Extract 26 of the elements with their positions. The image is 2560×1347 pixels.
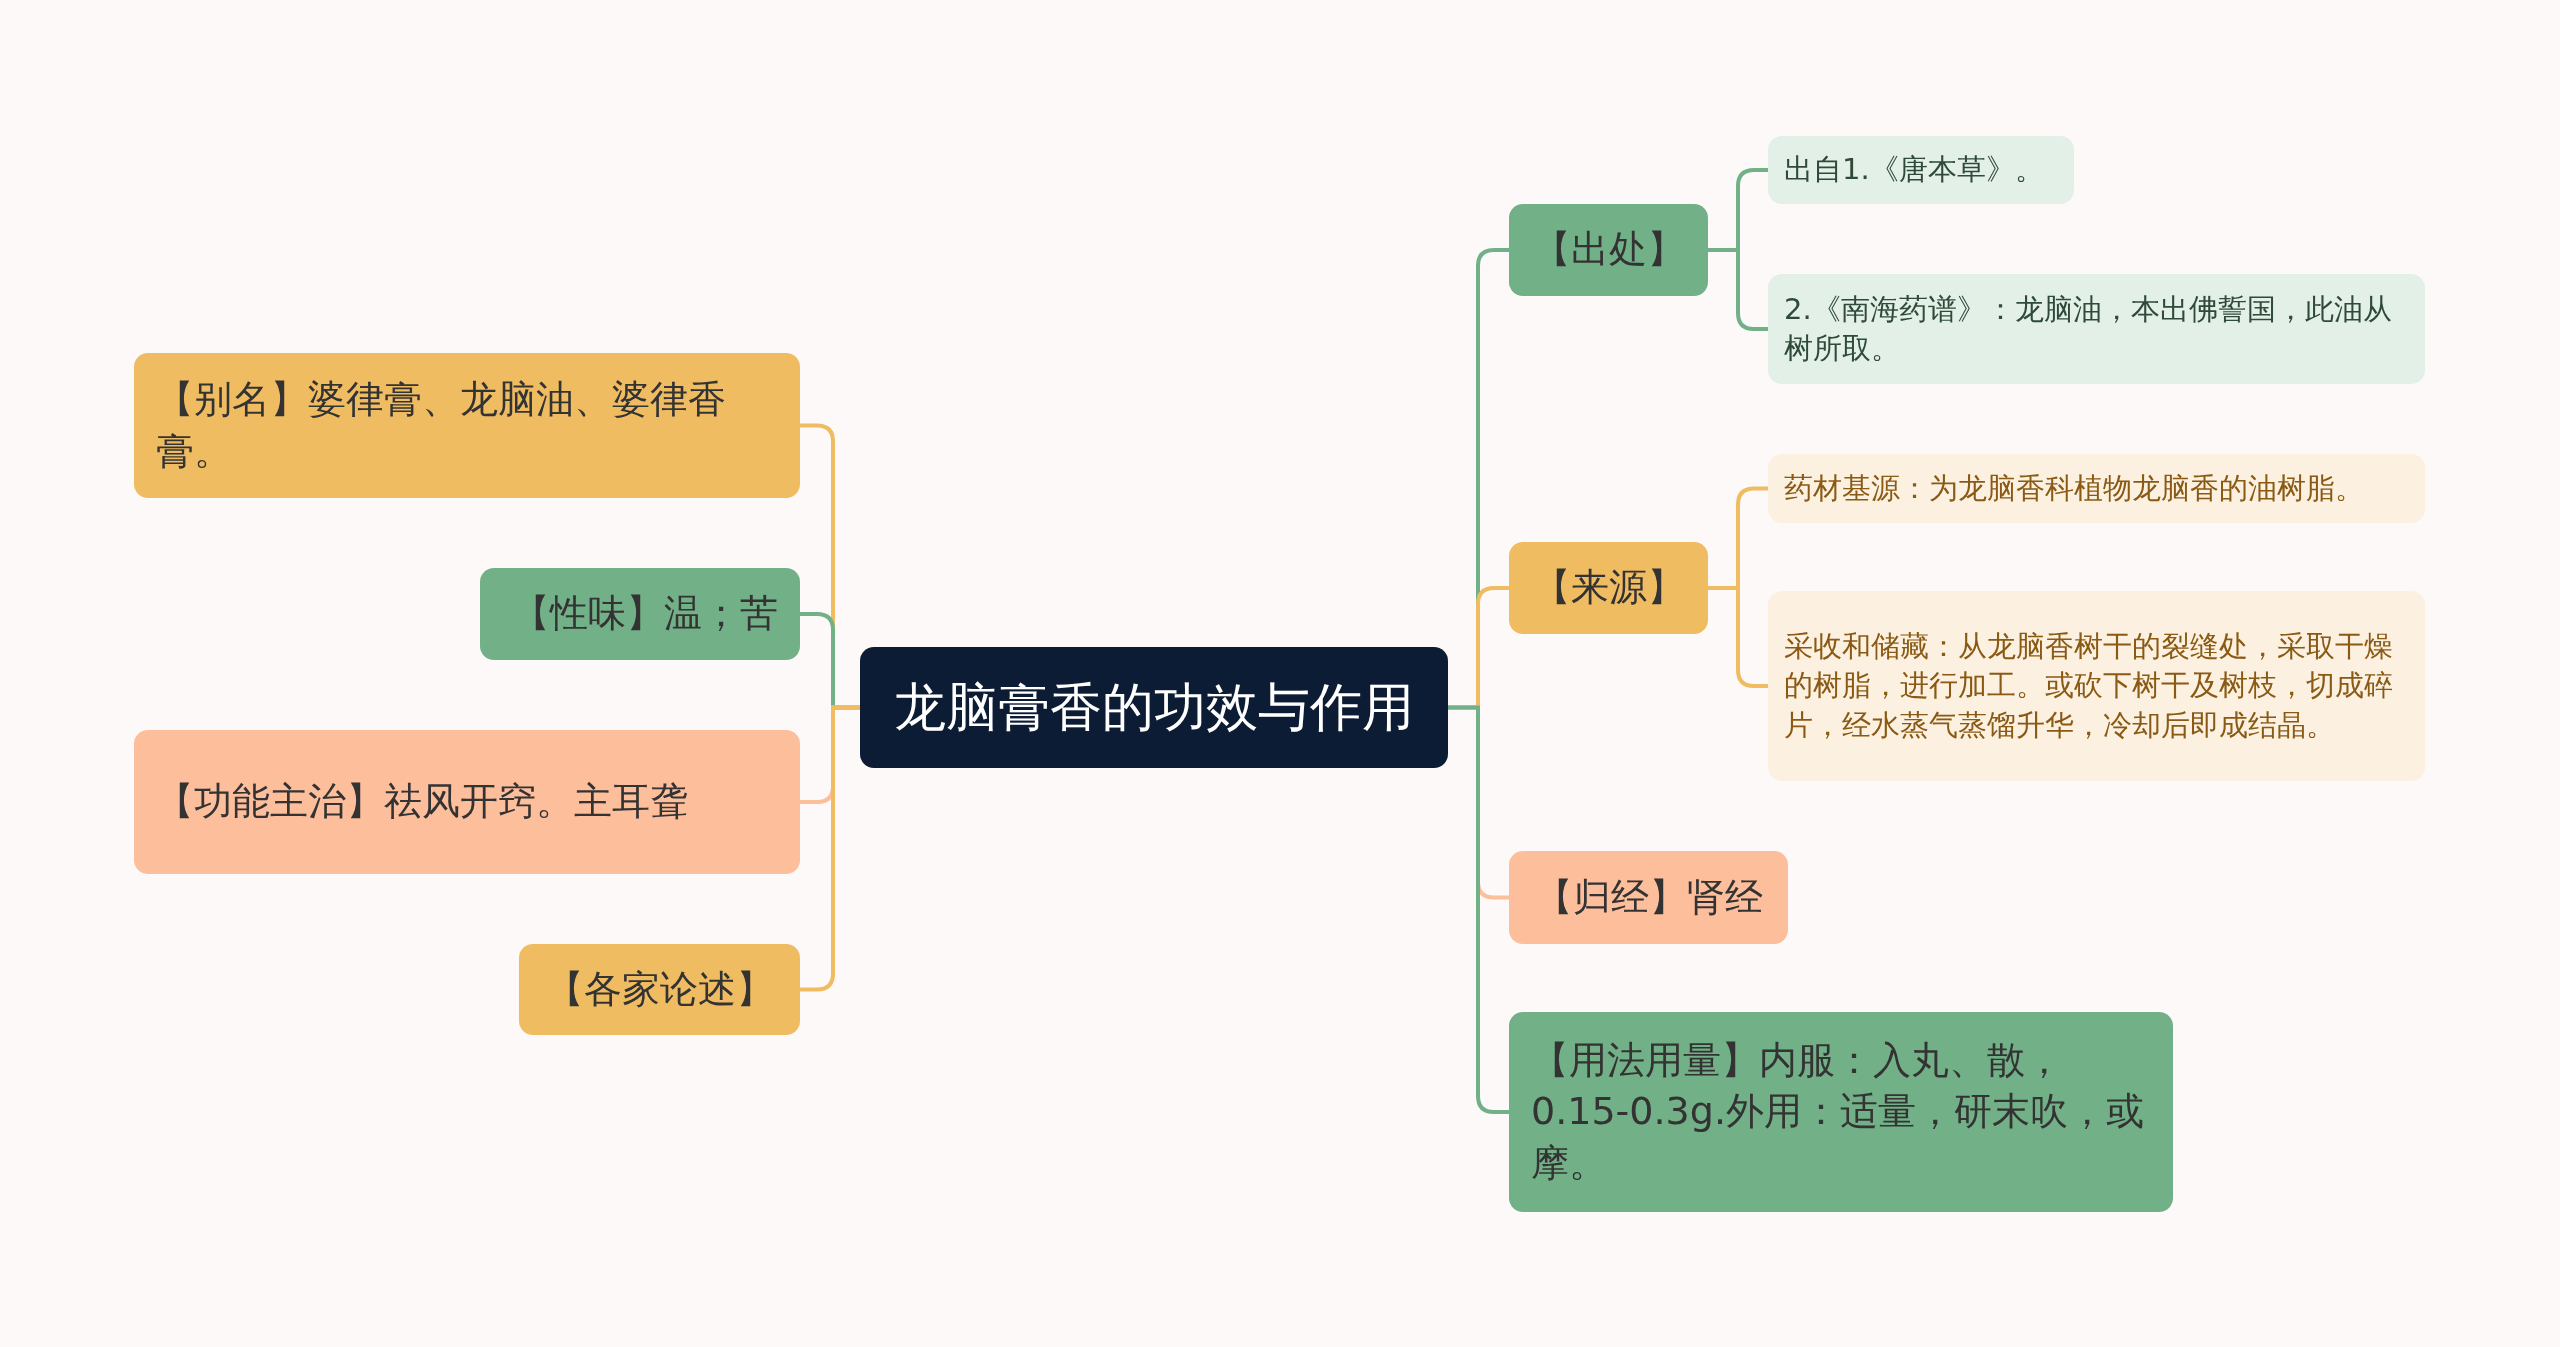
topic-text: 【性味】温；苦 [512, 590, 778, 638]
topic-box [1509, 1012, 2173, 1212]
topic-box [134, 353, 800, 498]
topic-text: 【各家论述】 [545, 965, 774, 1013]
subtopic-box [1768, 454, 2425, 523]
topic-text: 【功能主治】祛风开窍。主耳聋 [156, 778, 688, 826]
topic-box [134, 730, 800, 874]
subtopic-box [1768, 591, 2425, 781]
topic-text: 【别名】婆律膏、龙脑油、婆律香膏。 [156, 376, 727, 475]
topic-box [519, 944, 800, 1035]
topic-box [1509, 204, 1708, 296]
subtopic-box [1768, 136, 2074, 204]
topic-text: 药材基源：为龙脑香科植物龙脑香的油树脂。 [1784, 469, 2364, 507]
topic-text: 【归经】肾经 [1534, 873, 1763, 921]
topic-box [480, 568, 800, 660]
topic-text: 【来源】 [1532, 564, 1685, 612]
topic-text: 出自1.《唐本草》。 [1784, 151, 2044, 189]
central-topic [860, 647, 1448, 768]
topic-text: 龙脑膏香的功效与作用 [894, 676, 1414, 740]
topic-text: 2.《南海药谱》：龙脑油，本出佛誓国，此油从树所取。 [1784, 290, 2393, 367]
topic-text: 采收和储藏：从龙脑香树干的裂缝处，采取干燥的树脂，进行加工。或砍下树干及树枝，切成碎片，经水蒸气蒸馏升华，冷却后即成结晶。 [1784, 628, 2394, 744]
topic-box [1509, 542, 1708, 634]
topic-text: 【出处】 [1532, 226, 1685, 274]
topic-box [1509, 851, 1788, 944]
subtopic-box [1768, 274, 2425, 384]
topic-text: 【用法用量】内服：入丸、散，0.15-0.3g.外用：适量，研末吹，或摩。 [1531, 1037, 2145, 1187]
